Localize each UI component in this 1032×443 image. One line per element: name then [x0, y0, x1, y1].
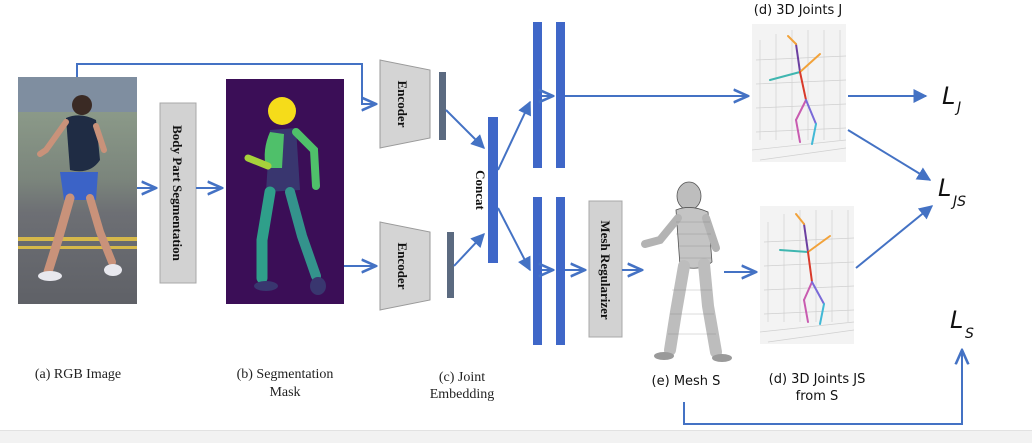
- mesh-regularizer-box: Mesh Regularizer: [588, 200, 623, 338]
- body-part-segmentation-label: Body Part Segmentation: [170, 125, 185, 262]
- arrow-concat-to-mesh-branch: [497, 207, 531, 272]
- caption-joints-j: (d) 3D Joints J: [754, 3, 842, 18]
- loss-ls-sub: S: [965, 326, 974, 342]
- mesh-branch-bar-2: [556, 197, 565, 345]
- arrow-rgb-to-top-encoder: [76, 63, 376, 104]
- concat-label: Concat: [473, 170, 488, 210]
- arrow-joints-js-to-ljs: [855, 205, 934, 269]
- rgb-image: [18, 77, 137, 304]
- arrow-bottom-feature-to-concat: [453, 232, 485, 267]
- caption-mesh: (e) Mesh S: [652, 374, 721, 389]
- body-part-segmentation-box: Body Part Segmentation: [159, 102, 197, 284]
- caption-joints-js-line1: (d) 3D Joints JS: [769, 372, 866, 387]
- joint-branch-bar-1: [533, 22, 542, 168]
- feature-vector-bottom: [447, 232, 454, 298]
- loss-ls: L S: [950, 306, 974, 342]
- arrow-mesh-to-ls: [683, 350, 962, 425]
- arrow-top-feature-to-concat: [445, 109, 485, 149]
- joints-js-plot: [759, 206, 855, 344]
- mesh-branch-bar-1: [533, 197, 542, 345]
- encoder-bottom-label: Encoder: [395, 243, 410, 290]
- joint-branch-bar-2: [556, 22, 565, 168]
- loss-ljs-sub: JS: [950, 194, 966, 210]
- connectors: [76, 63, 962, 425]
- caption-rgb-image: (a) RGB Image: [35, 367, 121, 382]
- encoder-top-label: Encoder: [395, 81, 410, 128]
- loss-lj: L J: [942, 82, 961, 116]
- bottom-strip: [0, 430, 1032, 443]
- caption-joint-embedding-line2: Embedding: [430, 387, 495, 402]
- arrow-joints-j-to-ljs: [847, 129, 932, 181]
- loss-lj-main: L: [942, 82, 955, 110]
- segmentation-mask: [226, 79, 344, 304]
- body-mesh: [641, 181, 732, 362]
- concat-block: Concat: [473, 117, 498, 263]
- loss-ljs-main: L: [938, 174, 951, 202]
- caption-segmentation-line2: Mask: [269, 385, 300, 400]
- encoder-top: Encoder: [379, 59, 431, 149]
- encoder-bottom: Encoder: [379, 221, 431, 311]
- loss-ls-main: L: [950, 306, 963, 334]
- loss-ljs: L JS: [938, 174, 966, 210]
- caption-joints-js-line2: from S: [796, 389, 839, 404]
- loss-lj-sub: J: [954, 100, 961, 116]
- arrow-concat-to-joint-branch: [497, 100, 531, 171]
- mesh-regularizer-label: Mesh Regularizer: [598, 220, 613, 320]
- caption-joint-embedding-line1: (c) Joint: [439, 370, 485, 385]
- feature-vector-top: [439, 72, 446, 140]
- caption-segmentation-line1: (b) Segmentation: [237, 367, 334, 382]
- joints-j-plot: [751, 24, 847, 162]
